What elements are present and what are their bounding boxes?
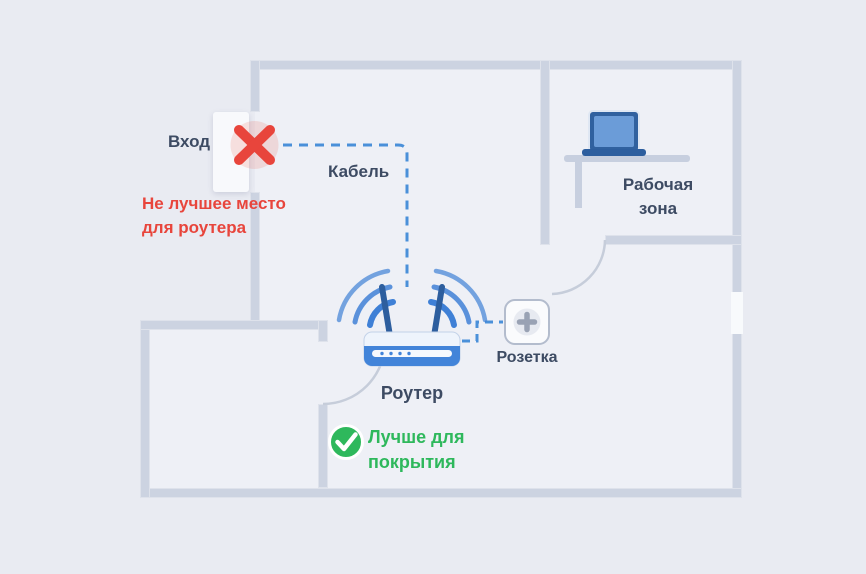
wifi-waves-icon bbox=[336, 268, 488, 328]
wall-bottom-left-room-right-lower bbox=[318, 404, 328, 488]
laptop-icon bbox=[582, 110, 646, 156]
floor-bottom-left-room bbox=[145, 325, 325, 493]
door-arc-icon bbox=[322, 239, 607, 406]
work-zone-label: Рабочая зона bbox=[611, 173, 705, 221]
router-antenna-left bbox=[379, 284, 393, 339]
entrance-label: Вход bbox=[168, 132, 211, 151]
outlet-label: Розетка bbox=[496, 349, 558, 366]
wall-right bbox=[732, 60, 742, 498]
router-icon bbox=[363, 284, 461, 367]
wall-bottom-left-room-top bbox=[140, 320, 328, 330]
bad-location-line2: для роутера bbox=[142, 218, 247, 237]
wall-bottom-left-room-right-upper bbox=[318, 320, 328, 342]
wall-bottom bbox=[140, 488, 742, 498]
outlet-icon bbox=[504, 299, 550, 345]
good-coverage-line1: Лучше для bbox=[368, 427, 465, 447]
cable-label: Кабель bbox=[328, 162, 390, 181]
outlet-plus-icon bbox=[516, 311, 538, 333]
floor-main bbox=[255, 65, 737, 493]
work-zone-line1: Рабочая bbox=[622, 175, 694, 194]
check-icon bbox=[328, 424, 364, 460]
work-zone-line2: зона bbox=[638, 199, 678, 218]
wall-workroom-horizontal bbox=[605, 235, 742, 245]
good-coverage-label: Лучше для покрытия bbox=[368, 425, 464, 475]
good-coverage-line2: покрытия bbox=[368, 452, 456, 472]
wall-left-upper-below-door bbox=[250, 192, 260, 330]
cable-line bbox=[283, 143, 409, 287]
wall-left-lower bbox=[140, 320, 150, 498]
wall-workroom-vertical bbox=[540, 60, 550, 245]
wall-top bbox=[250, 60, 742, 70]
router-antenna-right bbox=[431, 284, 445, 339]
router-label: Роутер bbox=[380, 383, 444, 403]
window-right-wall bbox=[731, 292, 743, 334]
outlet-cable-line bbox=[462, 320, 503, 343]
wall-left-upper-above-door bbox=[250, 60, 260, 112]
bad-location-label: Не лучшее место для роутера bbox=[142, 192, 286, 240]
bad-location-line1: Не лучшее место bbox=[142, 194, 286, 213]
desk bbox=[564, 155, 690, 208]
cross-icon bbox=[230, 121, 279, 169]
